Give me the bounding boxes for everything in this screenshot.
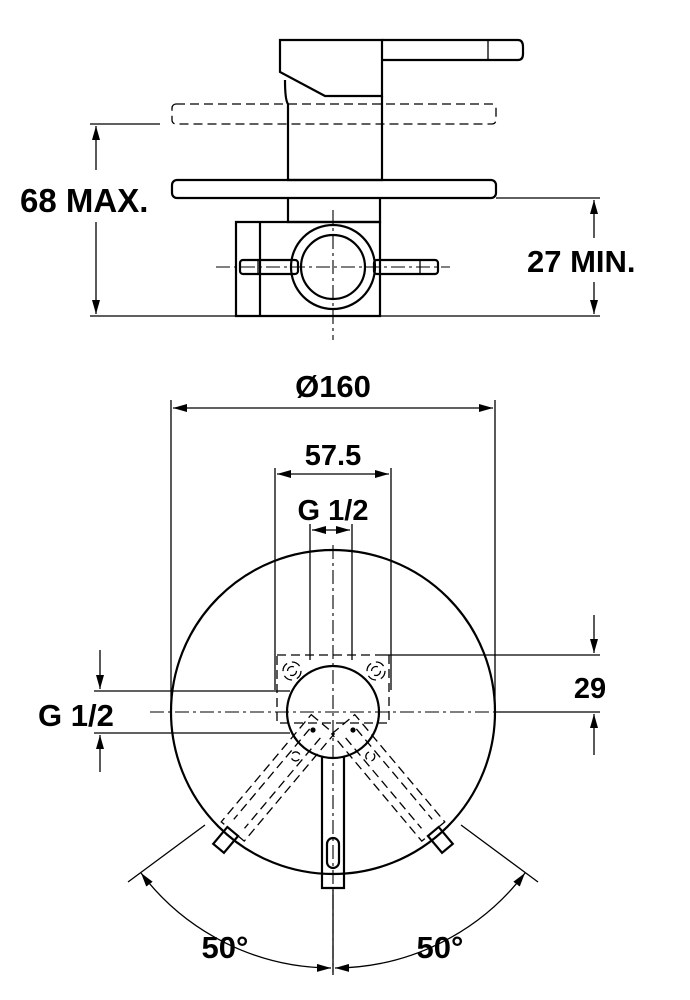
offset-label: 29 [574,673,606,705]
side-handle [278,38,525,98]
dim-depth-min [380,197,600,317]
side-view: 68 MAX. 27 MIN. [20,38,636,340]
hub-dot-right [350,727,356,733]
angle-left-label: 50° [202,930,249,965]
depth-max-label: 68 MAX. [20,182,148,219]
dim-diameter [170,400,496,712]
dim-inlet-spacing [274,468,392,690]
front-lever-tip [325,836,341,870]
inlet-spacing-label: 57.5 [305,440,361,472]
thread-top-label: G 1/2 [298,495,369,527]
front-lever [320,756,346,890]
side-stem [286,198,382,224]
depth-min-label: 27 MIN. [527,244,636,279]
side-body [283,79,384,182]
dim-angles [127,824,539,975]
dim-thread-top [309,524,353,660]
angle-right-label: 50° [417,930,464,965]
hub-dot-left [310,727,316,733]
diameter-label: Ø160 [295,369,371,404]
front-valve-hidden [211,654,455,855]
side-plate [170,178,498,200]
dim-thread-side [94,650,290,772]
side-plate-dashed [171,103,497,125]
thread-side-label: G 1/2 [38,698,114,733]
front-hub [285,664,381,760]
dim-depth-max [90,123,236,317]
front-view: Ø160 57.5 G 1/2 G 1/2 [38,369,606,975]
